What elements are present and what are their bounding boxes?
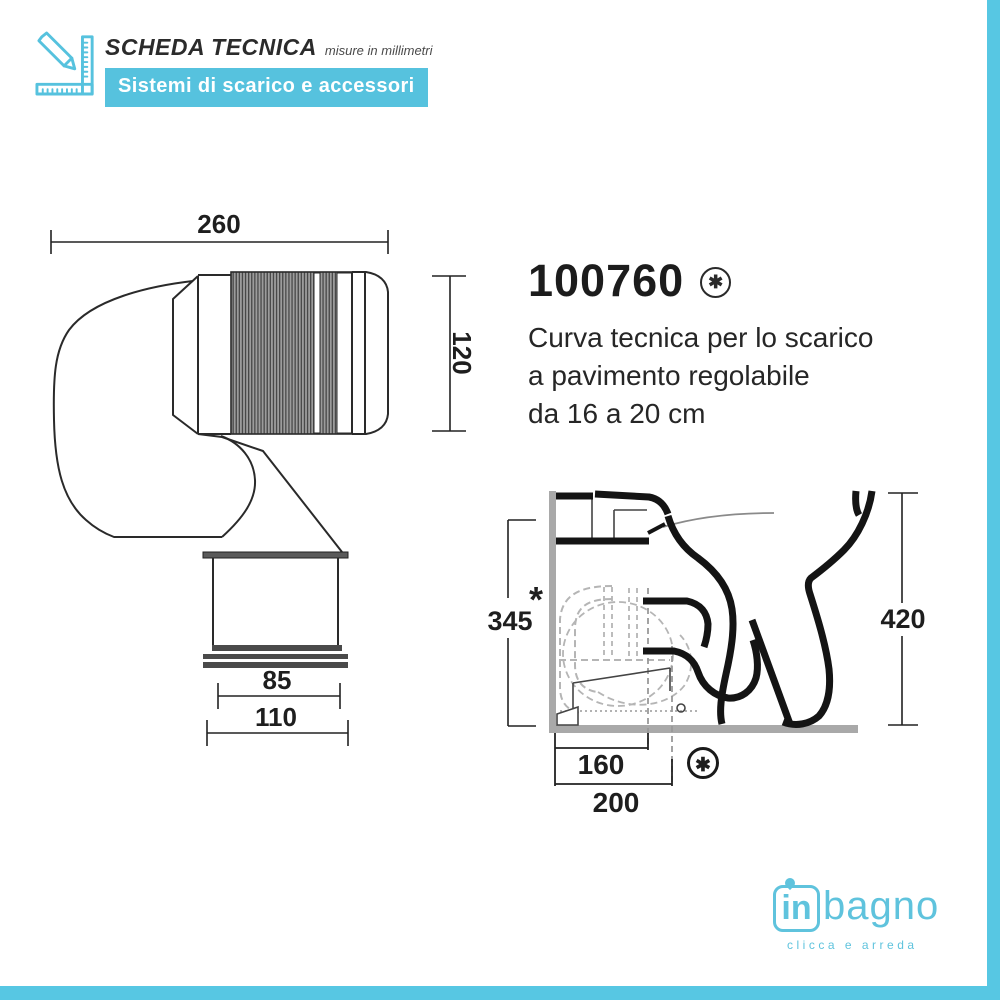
circled-asterisk-icon: ✱ — [687, 747, 719, 779]
dim-label-outlet-pipe: 85 — [263, 665, 292, 695]
dim-lines-160-200 — [554, 733, 673, 786]
description-line: a pavimento regolabile — [528, 360, 810, 391]
sheet-units-note: misure in millimetri — [324, 43, 433, 58]
product-description: Curva tecnica per lo scarico a pavimento… — [528, 319, 873, 433]
installation-drawing: 345 * 420 160 200 ✱ — [487, 490, 926, 818]
inlet-end-cap — [351, 271, 389, 435]
logo-prefix: in — [781, 889, 812, 927]
dim-lines-260 — [50, 230, 389, 254]
adjustable-asterisk: * — [529, 579, 543, 620]
header-text-block: SCHEDA TECNICA misure in millimetri Sist… — [105, 28, 433, 107]
dim-label-outlet-flange: 110 — [255, 702, 297, 732]
seat-line — [662, 512, 775, 528]
fitting-technical-drawing: 260 120 85 110 — [50, 209, 477, 746]
description-line: da 16 a 20 cm — [528, 398, 706, 429]
dim-lines-85 — [217, 683, 341, 709]
toilet-profile — [556, 490, 876, 728]
inbagno-logo: in bagno clicca e arreda — [773, 875, 940, 952]
dim-label-offset-outer: 200 — [593, 787, 640, 818]
logo-tagline: clicca e arreda — [787, 938, 918, 952]
thin-details — [556, 497, 686, 726]
corrugated-sleeve — [230, 271, 353, 435]
dim-lines-110 — [206, 720, 349, 746]
dim-label-drain-height: 345 — [487, 606, 532, 636]
header: SCHEDA TECNICA misure in millimetri Sist… — [35, 28, 433, 107]
circled-asterisk-icon: ✱ — [700, 267, 732, 298]
floor — [549, 725, 858, 733]
dim-lines-345 — [507, 519, 536, 727]
sheet-title: SCHEDA TECNICA — [105, 34, 317, 60]
page-accent-border-right — [987, 0, 1000, 1000]
description-line: Curva tecnica per lo scarico — [528, 322, 874, 353]
wall — [549, 491, 556, 733]
product-info: 100760 ✱ Curva tecnica per lo scarico a … — [528, 255, 873, 433]
elbow-outline — [52, 274, 343, 553]
dim-label-toilet-height: 420 — [880, 604, 925, 634]
svg-text:✱: ✱ — [695, 755, 711, 776]
logo-suffix: bagno — [823, 884, 940, 928]
category-banner: Sistemi di scarico e accessori — [105, 68, 428, 107]
ruler-and-pencil-icon — [35, 31, 94, 96]
location-pin-icon — [782, 875, 798, 891]
page-accent-border-bottom — [0, 986, 1000, 1000]
logo-in-box: in — [773, 875, 820, 932]
dim-lines-420 — [888, 492, 918, 726]
dim-lines-120 — [432, 275, 466, 432]
product-code: 100760 — [528, 255, 685, 306]
dim-label-total-width: 260 — [197, 209, 240, 239]
dim-label-inlet-height: 120 — [447, 331, 477, 374]
outlet-pipe — [202, 551, 349, 668]
dim-label-offset-inner: 160 — [578, 749, 625, 780]
